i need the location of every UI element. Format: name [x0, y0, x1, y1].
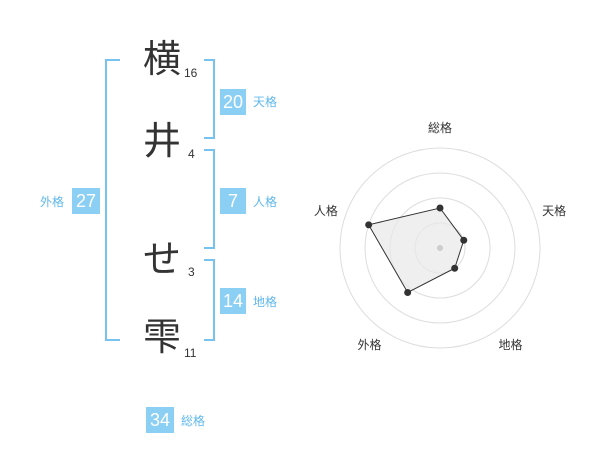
radar-axis-label-2: 地格	[499, 337, 523, 352]
radar-axis-label-3: 外格	[357, 337, 381, 352]
radar-ring-4	[339, 147, 541, 349]
radar-point-4	[365, 221, 373, 229]
soukaku-label: 総格	[181, 414, 206, 428]
jinkaku-bracket	[204, 149, 215, 249]
gaikaku-bracket	[105, 59, 120, 341]
radar-area	[367, 207, 465, 294]
radar-center-dot	[437, 245, 443, 251]
radar-points	[365, 204, 468, 296]
radar-ring-3	[364, 172, 516, 324]
name-char-3: せ	[142, 237, 181, 281]
jinkaku-label: 人格	[253, 195, 278, 209]
chikaku-bracket	[204, 259, 215, 341]
radar-point-3	[404, 288, 412, 296]
stroke-count-4: 11	[184, 346, 197, 360]
gaikaku-label: 外格	[40, 195, 65, 209]
name-char-4: 雫	[142, 315, 181, 359]
chikaku-label: 地格	[253, 295, 278, 309]
stroke-count-2: 4	[188, 147, 195, 161]
radar-point-1	[460, 236, 468, 244]
stroke-count-3: 3	[188, 265, 195, 279]
soukaku-score-badge: 34	[146, 407, 174, 433]
radar-axis-label-1: 天格	[542, 203, 566, 218]
radar-axis-label-0: 総格	[428, 120, 452, 135]
jinkaku-score-badge: 7	[220, 188, 246, 214]
chikaku-score-badge: 14	[220, 288, 246, 314]
name-char-2: 井	[142, 119, 181, 163]
radar-axis-label-4: 人格	[314, 203, 338, 218]
gaikaku-score-badge: 27	[72, 188, 100, 214]
stroke-count-1: 16	[184, 66, 198, 80]
tenkaku-label: 天格	[253, 95, 278, 109]
radar-point-2	[451, 264, 459, 272]
name-char-1: 横	[142, 37, 181, 81]
radar-point-0	[436, 204, 444, 212]
tenkaku-bracket	[204, 59, 215, 139]
tenkaku-score-badge: 20	[220, 89, 246, 115]
